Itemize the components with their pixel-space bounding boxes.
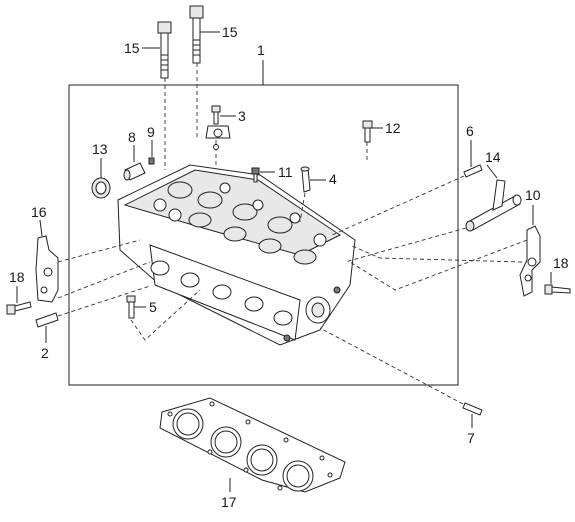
right-engine-bracket: [519, 225, 541, 297]
head-bolt-long-right: [189, 5, 204, 64]
callout-18a: 18: [9, 269, 25, 285]
dowel-sleeve: [123, 162, 146, 181]
callout-11: 11: [278, 164, 293, 180]
bracket10-dash-b: [349, 244, 523, 263]
part5-dash: [130, 289, 201, 341]
callout-13: 13: [92, 141, 108, 157]
callout-6: 6: [466, 123, 474, 139]
bracket-bolt-left: [6, 301, 32, 315]
callout-15a: 15: [124, 40, 140, 56]
pipe14-dash: [344, 227, 467, 263]
bracket16-dash-a: [57, 239, 141, 263]
callout-7: 7: [467, 430, 475, 446]
small-plug: [148, 157, 155, 165]
bracket16-dash-b: [57, 261, 151, 299]
callout-5: 5: [149, 299, 157, 315]
cam-cap-dowel: [213, 144, 219, 150]
camshaft-cap-bolt: [205, 105, 231, 139]
expansion-plug: [91, 177, 111, 199]
head-bolt-long-left: [157, 21, 172, 79]
oil-plug: [126, 295, 136, 319]
part4-dash: [299, 192, 306, 223]
leader-16: [39, 219, 43, 237]
left-engine-bracket: [35, 235, 59, 303]
callout-14: 14: [485, 149, 501, 165]
callout-12: 12: [385, 120, 401, 136]
tube-fitting: [300, 166, 311, 193]
callout-10: 10: [525, 187, 541, 203]
callout-2: 2: [41, 345, 49, 361]
callout-15b: 15: [222, 24, 238, 40]
stud-6: [463, 164, 483, 178]
stud-7: [462, 402, 483, 416]
callout-16: 16: [31, 204, 47, 220]
small-bolt: [251, 167, 260, 183]
leader-14: [486, 164, 498, 179]
cylinder-head: [117, 164, 356, 346]
bracket10-dash-a: [349, 239, 528, 291]
stud6-dash: [329, 175, 465, 237]
stud2-dash: [57, 285, 151, 317]
callout-9: 9: [147, 124, 155, 140]
stud-2: [35, 312, 59, 328]
callout-17: 17: [221, 494, 237, 510]
bolt-12: [362, 120, 373, 143]
callout-3: 3: [238, 108, 246, 124]
callout-8: 8: [128, 129, 136, 145]
callout-1: 1: [257, 42, 265, 58]
stud7-dash: [319, 327, 464, 405]
callout-4: 4: [329, 171, 337, 187]
bracket-bolt-right: [544, 284, 571, 295]
callout-18b: 18: [553, 255, 569, 271]
water-pipe: [465, 179, 522, 232]
cylinder-head-gasket: [159, 397, 346, 493]
